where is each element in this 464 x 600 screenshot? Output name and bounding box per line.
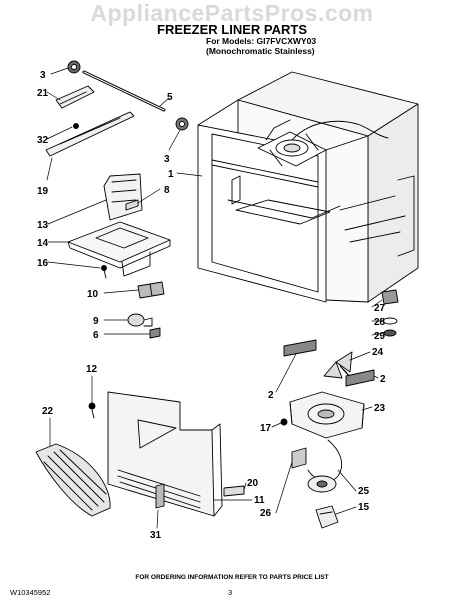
- model-line: For Models: GI7FVCXWY03: [206, 36, 317, 46]
- callout-21: 21: [37, 88, 49, 99]
- callout-15: 15: [358, 502, 370, 513]
- callout-28: 28: [374, 317, 386, 328]
- freezer-liner: [197, 71, 419, 303]
- model-variant: (Monochromatic Stainless): [206, 46, 315, 56]
- callout-12: 12: [86, 364, 98, 375]
- callout-10: 10: [87, 289, 99, 300]
- callout-17: 17: [260, 423, 272, 434]
- fan-parts: [280, 289, 399, 529]
- callout-3: 3: [164, 154, 170, 165]
- callout-23: 23: [374, 403, 386, 414]
- page-number: 3: [228, 588, 233, 597]
- callout-31: 31: [150, 530, 162, 541]
- leader-lines: [46, 67, 385, 529]
- callout-6: 6: [93, 330, 99, 341]
- callout-8: 8: [164, 185, 170, 196]
- lower-panel: [35, 391, 245, 517]
- callout-labels: 3 21 32 19 5 3 1 8 13 14 16 10 9 6 12 22…: [37, 70, 386, 541]
- callout-9: 9: [93, 316, 99, 327]
- callout-11: 11: [254, 495, 265, 506]
- callout-20: 20: [247, 478, 259, 489]
- callout-26: 26: [260, 508, 272, 519]
- callout-32: 32: [37, 135, 49, 146]
- callout-16: 16: [37, 258, 49, 269]
- watermark: AppliancePartsPros.com: [90, 0, 374, 26]
- callout-5: 5: [167, 92, 173, 103]
- control-parts: [67, 173, 171, 339]
- callout-14: 14: [37, 238, 49, 249]
- rail-assembly: [45, 60, 189, 157]
- callout-25: 25: [358, 486, 370, 497]
- callout-3: 3: [40, 70, 46, 81]
- callout-29: 29: [374, 331, 386, 342]
- model-info: For Models: GI7FVCXWY03 (Monochromatic S…: [206, 36, 316, 56]
- document-number: W10345952: [10, 588, 51, 597]
- callout-19: 19: [37, 186, 49, 197]
- page-title: FREEZER LINER PARTS: [157, 22, 307, 37]
- callout-24: 24: [372, 347, 384, 358]
- callout-2: 2: [380, 374, 386, 385]
- callout-1: 1: [168, 169, 174, 180]
- callout-27: 27: [374, 303, 386, 314]
- callout-13: 13: [37, 220, 49, 231]
- callout-2: 2: [268, 390, 274, 401]
- ordering-note: FOR ORDERING INFORMATION REFER TO PARTS …: [135, 574, 329, 581]
- callout-22: 22: [42, 406, 54, 417]
